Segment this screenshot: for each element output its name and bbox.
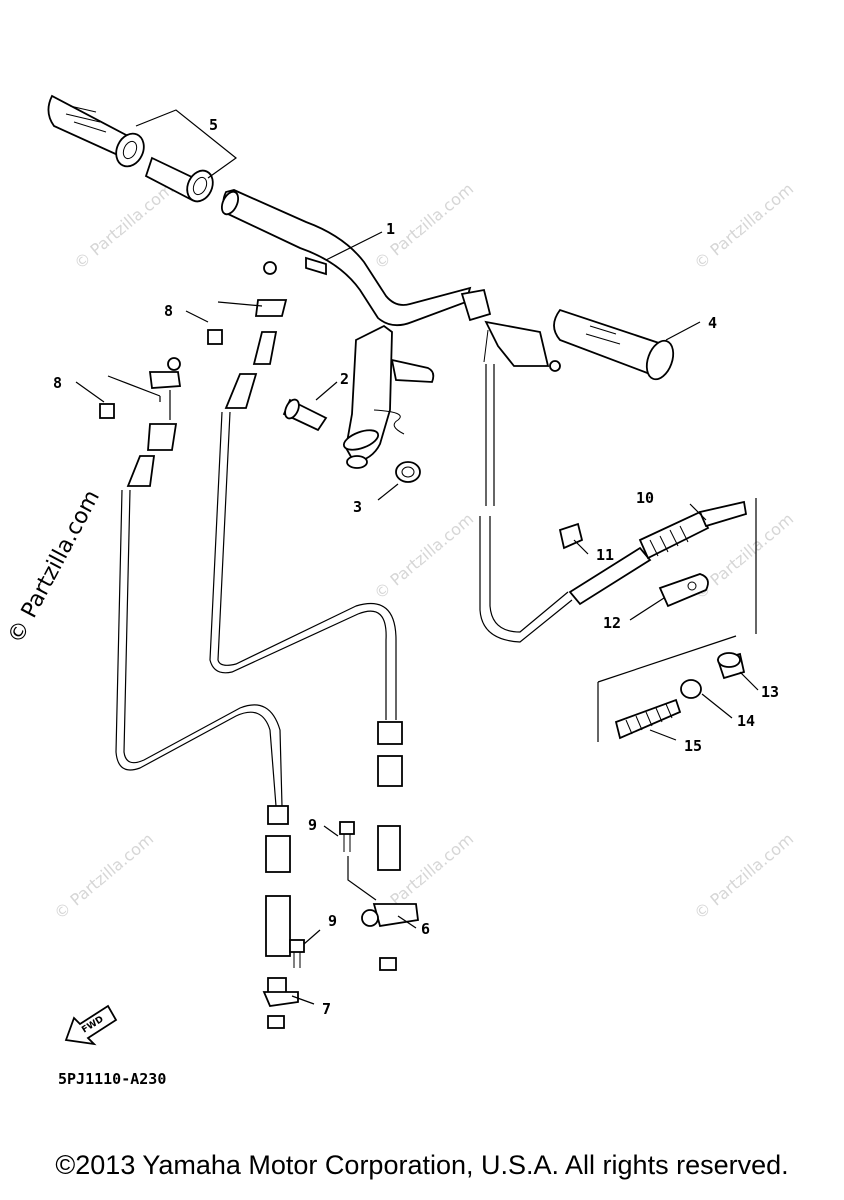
part-label: 11 [596,546,614,564]
watermark: © Partzilla.com [370,509,477,603]
fwd-arrow-icon: FWD [64,1004,118,1046]
part-labels: 1 2 3 4 5 6 7 8 8 9 9 10 11 12 13 14 15 [53,116,779,1018]
watermark: © Partzilla.com [50,829,157,923]
brake-cable-rear [115,357,299,1029]
cable-end-assembly [568,500,748,606]
part-label: 6 [421,920,430,938]
watermark: © Partzilla.com [690,829,797,923]
left-grip-assembly [47,94,214,203]
part-label: 15 [684,737,702,755]
part-label: 8 [53,374,62,392]
part-label: 4 [708,314,717,332]
part-label: 9 [328,912,337,930]
cable-clip [558,522,709,608]
watermark-layer: © Partzilla.com © Partzilla.com © Partzi… [3,179,797,923]
handlebar [220,189,561,469]
watermark: © Partzilla.com [690,179,797,273]
part-label: 9 [308,816,317,834]
handlebar-nut [395,461,421,483]
part-label: 12 [603,614,621,632]
part-label: 10 [636,489,654,507]
diagram-code: 5PJ1110-A230 [58,1070,166,1088]
handlebar-bolt [282,398,328,432]
leader-lines [75,109,759,1005]
part-label: 7 [322,1000,331,1018]
watermark-main: © Partzilla.com [3,486,105,648]
part-label: 5 [209,116,218,134]
copyright-notice: ©2013 Yamaha Motor Corporation, U.S.A. A… [55,1150,789,1180]
watermark: © Partzilla.com [70,179,177,273]
part-label: 13 [761,683,779,701]
part-label: 2 [340,370,349,388]
right-grip [553,308,675,381]
screw [99,329,355,968]
brake-cable-front [209,261,420,971]
part-label: 1 [386,220,395,238]
throttle-cable [479,364,573,643]
part-label: 8 [164,302,173,320]
adjuster-kit [597,635,746,742]
part-label: 14 [737,712,755,730]
part-label: 3 [353,498,362,516]
